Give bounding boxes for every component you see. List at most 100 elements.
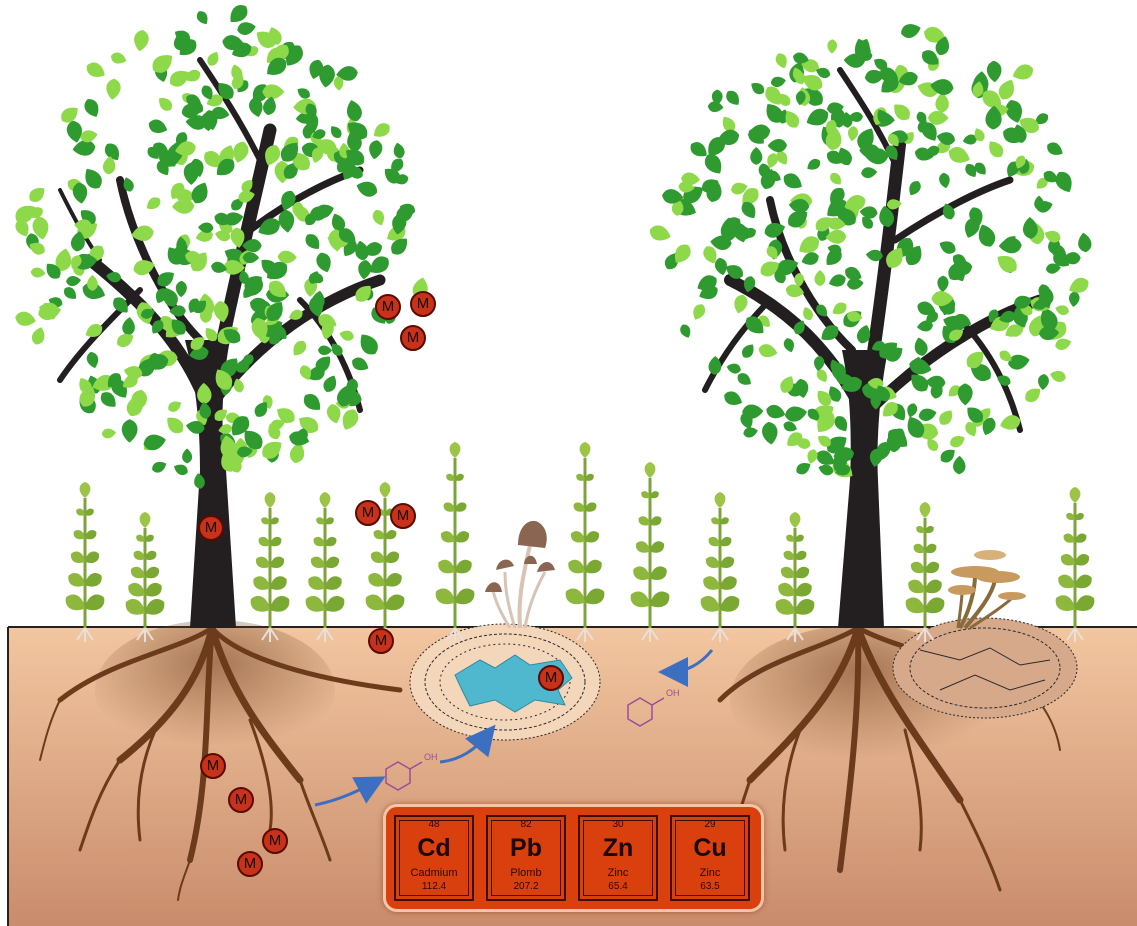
leaf xyxy=(392,142,406,160)
metal-marker: M xyxy=(390,503,416,529)
leaf xyxy=(80,482,91,498)
metal-marker: M xyxy=(375,294,401,320)
leaf xyxy=(985,138,1007,161)
nettle-plant xyxy=(122,512,168,642)
leaf xyxy=(847,126,859,142)
leaf xyxy=(1070,487,1081,503)
leaf xyxy=(748,79,766,96)
leaf xyxy=(357,259,372,280)
atomic-mass: 65.4 xyxy=(580,881,656,892)
metal-marker: M xyxy=(538,665,564,691)
leaf xyxy=(761,421,779,446)
leaf xyxy=(318,345,332,355)
leaf xyxy=(150,459,168,475)
leaf xyxy=(371,208,387,227)
phenol-oh-label-left: OH xyxy=(424,752,438,762)
leaf xyxy=(780,170,805,193)
leaf xyxy=(328,123,344,140)
leaf xyxy=(938,172,951,189)
leaf xyxy=(800,250,821,268)
leaf xyxy=(338,329,355,343)
leaf xyxy=(861,166,878,178)
leaf xyxy=(936,407,956,428)
leaf xyxy=(321,373,340,395)
leaf xyxy=(26,184,48,206)
leaf xyxy=(739,341,757,360)
leaf xyxy=(289,338,309,359)
leaf xyxy=(805,448,818,465)
leaf xyxy=(958,383,973,405)
leaf xyxy=(155,94,175,113)
leaf xyxy=(925,375,946,390)
leaf xyxy=(782,337,796,354)
leaf xyxy=(805,156,823,173)
leaf xyxy=(61,284,79,302)
leaf xyxy=(735,371,754,389)
leaf xyxy=(144,195,163,213)
leaf xyxy=(846,277,864,290)
nettle-plant xyxy=(302,492,348,642)
mushroom-cluster-right xyxy=(948,550,1026,628)
nettle-plant xyxy=(432,442,478,642)
leaf xyxy=(948,433,967,450)
leaf xyxy=(172,462,190,477)
leaf xyxy=(678,323,693,340)
leaf xyxy=(828,170,845,187)
leaf xyxy=(993,251,1020,277)
element-card-cu: 29 Cu Zinc 63.5 xyxy=(670,815,750,901)
mushroom-cluster-left xyxy=(485,521,555,628)
leaf xyxy=(121,316,135,336)
leaf xyxy=(1052,169,1076,196)
atomic-number: 48 xyxy=(396,819,472,830)
leaf xyxy=(166,398,184,414)
leaf xyxy=(937,238,958,257)
leaf xyxy=(295,85,312,101)
leaf xyxy=(109,51,128,66)
leaf xyxy=(935,93,949,113)
leaf xyxy=(722,389,745,409)
metal-marker: M xyxy=(400,325,426,351)
leaf xyxy=(140,512,151,528)
nettle-plant xyxy=(902,502,948,642)
metal-marker: M xyxy=(355,500,381,526)
leaf xyxy=(715,492,726,508)
leaf xyxy=(82,96,103,120)
leaf xyxy=(194,9,210,27)
leaf xyxy=(757,342,779,359)
leaf xyxy=(899,21,922,40)
leaf xyxy=(370,120,393,141)
atomic-number: 30 xyxy=(580,819,656,830)
leaf xyxy=(198,222,214,233)
leaf xyxy=(953,456,966,475)
leaf xyxy=(827,272,848,289)
leaf xyxy=(707,101,724,113)
metal-marker: M xyxy=(200,753,226,779)
element-card-zn: 30 Zn Zinc 65.4 xyxy=(578,815,658,901)
leaf xyxy=(1037,374,1049,391)
metal-marker: M xyxy=(262,828,288,854)
element-card-pb: 82 Pb Plomb 207.2 xyxy=(486,815,566,901)
element-name: Zinc xyxy=(672,867,748,879)
leaf xyxy=(905,402,919,419)
nettle-plant xyxy=(627,462,673,642)
nettle-plant xyxy=(247,492,293,642)
metal-marker: M xyxy=(237,851,263,877)
leaf xyxy=(354,178,379,199)
atomic-number: 82 xyxy=(488,819,564,830)
leaf xyxy=(84,59,108,81)
nettle-plant xyxy=(697,492,743,642)
element-symbol: Pb xyxy=(488,834,564,863)
leaf xyxy=(928,111,949,125)
leaf xyxy=(265,492,276,508)
leaf xyxy=(450,442,461,458)
leaf xyxy=(302,231,323,253)
leaf xyxy=(205,49,222,68)
leaf xyxy=(30,325,47,346)
leaf xyxy=(368,139,384,160)
element-name: Zinc xyxy=(580,867,656,879)
leaf xyxy=(101,428,116,439)
atomic-number: 29 xyxy=(672,819,748,830)
metal-marker: M xyxy=(198,515,224,541)
leaf xyxy=(320,492,331,508)
leaf xyxy=(210,260,228,274)
